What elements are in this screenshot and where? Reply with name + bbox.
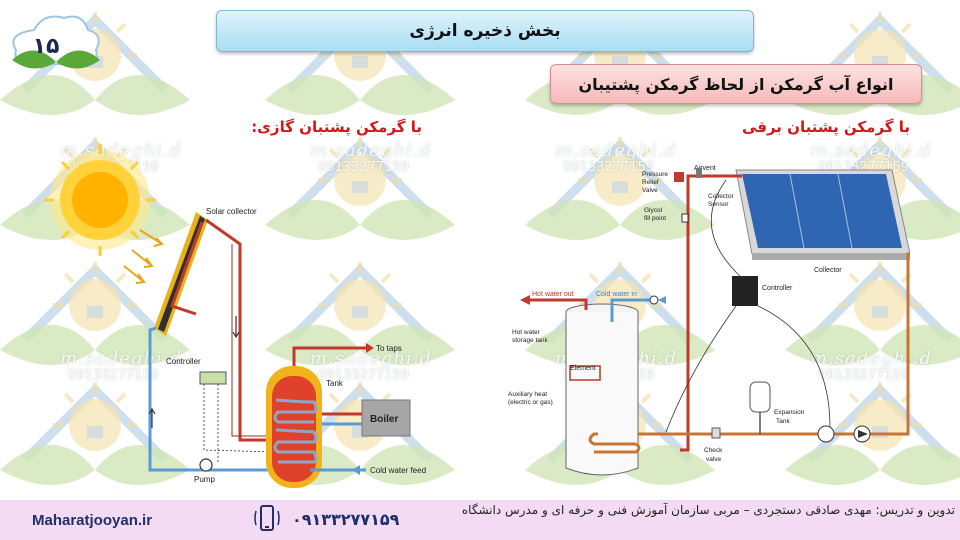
label-tank: Tank	[326, 379, 344, 388]
glycol-fill-icon	[681, 213, 689, 223]
check-valve-icon	[711, 427, 721, 439]
label-boiler: Boiler	[370, 414, 398, 425]
label-cold-water-in: Cold water in	[596, 291, 637, 298]
watermark-name: m.sadeghi.d	[555, 140, 678, 161]
label-solar-collector: Solar collector	[206, 207, 257, 216]
boiler-box	[361, 399, 411, 437]
controller-box	[199, 371, 227, 385]
watermark-name: m.sadeghi.d	[310, 140, 433, 161]
label-glycol-1: Glycol	[644, 207, 663, 214]
heading-gas-backup: با گرمکن پشتبان گازی:	[251, 118, 422, 136]
heating-element-icon	[569, 365, 601, 381]
watermark-name: m.sadeghi.d	[810, 348, 933, 369]
label-controller-right: Controller	[762, 285, 793, 292]
phone-icon	[254, 505, 280, 531]
slide-subtitle: انواع آب گرمکن از لحاظ گرمکن پشتیبان	[550, 64, 922, 104]
sun-icon	[44, 144, 156, 256]
label-airvent: Airvent	[694, 165, 716, 172]
footer-website[interactable]: Maharatjooyan.ir	[32, 512, 153, 529]
watermark-phone: 09133277159	[68, 368, 159, 383]
label-storage-2: storage tank	[512, 337, 549, 344]
label-pressure-relief-3: Valve	[642, 187, 658, 194]
slide-logo	[12, 15, 100, 69]
label-check-1: Check	[704, 447, 723, 454]
label-hot-water-out: Hot water out	[532, 291, 574, 298]
label-controller: Controller	[166, 357, 201, 366]
label-aux-1: Auxiliary heat	[508, 391, 547, 398]
sunray-arrows	[123, 229, 164, 284]
footer-credit: تدوین و تدریس: مهدی صادقی دستجردی – مربی…	[461, 503, 955, 517]
watermark-phone: 09133277159	[318, 160, 409, 175]
pump-icon	[199, 458, 213, 472]
expansion-tank	[749, 381, 771, 413]
slide-number: ۱۵	[32, 33, 60, 59]
label-to-taps: To taps	[376, 344, 402, 353]
solar-collector	[154, 212, 208, 336]
controller-unit	[732, 276, 758, 306]
label-pressure-relief-2: Relief	[642, 179, 659, 186]
label-check-2: valve	[706, 456, 722, 463]
label-element: Element	[570, 365, 596, 372]
watermark-phone: 09133277159	[563, 160, 654, 175]
electric-backup-diagram: Collector Airvent Pressure Relief Valve …	[508, 165, 910, 476]
relief-valve-icon	[674, 172, 684, 182]
label-storage-1: Hot water	[512, 329, 541, 336]
label-aux-2: (electric or gas)	[508, 399, 553, 406]
gas-backup-diagram: Solar collector Controller Pump Tank To …	[44, 144, 426, 488]
airvent-icon	[696, 168, 702, 178]
circulator-pump-icon	[817, 425, 835, 443]
label-expansion-1: Expansion	[774, 409, 805, 416]
flat-plate-collector	[735, 169, 910, 260]
label-pressure-relief-1: Pressure	[642, 171, 668, 178]
label-collector-sensor-1: Collector	[708, 193, 734, 200]
slide-title: بخش ذخیره انرژی	[216, 10, 754, 52]
label-glycol-2: fill point	[644, 215, 666, 222]
footer-phone: ۰۹۱۳۳۲۷۷۱۵۹	[292, 510, 400, 529]
watermark-name: m.sadeghi.d	[310, 348, 433, 369]
watermark-phone: 09133277159	[818, 368, 909, 383]
heading-electric-backup: با گرمکن پشتبان برقی	[741, 118, 910, 136]
watermark-phone: 09133277159	[318, 368, 409, 383]
label-pump: Pump	[194, 475, 215, 484]
watermark-name: m.sadeghi.d	[810, 140, 933, 161]
label-cold-water-feed: Cold water feed	[370, 466, 426, 475]
hot-water-storage-tank	[565, 303, 639, 476]
footer-bar	[0, 500, 960, 540]
label-collector: Collector	[814, 267, 842, 274]
label-expansion-2: Tank	[776, 418, 790, 425]
cold-inlet-valve-icon	[649, 295, 659, 305]
label-collector-sensor-2: Sensor	[708, 201, 729, 208]
